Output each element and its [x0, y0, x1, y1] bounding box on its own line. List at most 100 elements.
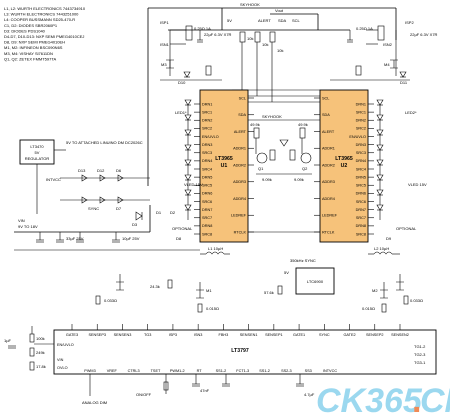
u2-right-pin: SRC6 [356, 200, 366, 204]
r003-right: 0.015Ω [362, 306, 375, 311]
u1-left-pin: DRN3 [202, 143, 212, 147]
u3-bottom-pin: SS1-2 [216, 369, 227, 373]
d10-label: D10 [178, 80, 186, 85]
r249k-label: 249k [36, 350, 45, 355]
u1-left-pin: DRN4 [202, 159, 212, 163]
r0033-left: 0.033Ω [104, 298, 117, 303]
r100k-label: 100k [36, 336, 45, 341]
sync-label: SYNC [88, 206, 99, 211]
cap2-label: 22µF 6.3V X7R [410, 32, 438, 37]
led-diode [184, 159, 192, 166]
u3-bottom-pin: PWM1-2 [170, 369, 185, 373]
right-boost-stage [368, 251, 409, 313]
u1-left-pin: DRN1 [202, 102, 212, 106]
u2-right-pin: SRC8 [356, 232, 366, 236]
d8-label: D8 [176, 236, 182, 241]
u3-top-pin: GATE3 [66, 333, 78, 337]
sense-r1-label: 0.25Ω 1A [194, 26, 211, 31]
cap1u-left: 1µF [4, 338, 12, 343]
pullup-resistors [232, 31, 320, 103]
pullup-r2-label: 10k [262, 42, 268, 47]
note-line: C1, D2: DIODES SBR2060P1 [4, 23, 58, 28]
vin-label: VIN [18, 218, 25, 223]
u1-left-pin: DRN7 [202, 208, 212, 212]
vout-label: Vout [275, 8, 284, 13]
intvcc-diode-array [60, 174, 150, 204]
u1-right-pin: SCL [239, 96, 246, 100]
component-notes: L1, L2: WURTH ELECTRONICS 7443734910L3: … [4, 6, 86, 61]
m3-label: M3 [161, 62, 167, 67]
u3-bottom-pin: RT [197, 369, 203, 373]
u3-top-pin: GATE2 [343, 333, 355, 337]
led-diode [184, 144, 192, 151]
r178k-label: 17.8k [36, 364, 46, 369]
u2-right-pins: DRN1SRC1DRN2SRC2EN/UVLODRN3SRC3DRN4SRC4D… [349, 102, 374, 236]
u2-right-pin: DRN2 [356, 119, 366, 123]
note-line: M3, M4: VISHAY Si7611DN [4, 51, 53, 56]
led-diode [184, 174, 192, 181]
d2-label: D2 [170, 210, 176, 215]
led-diode [376, 99, 384, 106]
u2-right-pin: DRN3 [356, 143, 366, 147]
osc-5v-label: 5V [284, 270, 289, 275]
reg-line3: REGULATOR [25, 156, 50, 161]
cap47u-label: 4.7µF [304, 392, 315, 397]
u1-left-pin: SRC2 [202, 127, 212, 131]
u2-right-pin: SRC5 [356, 184, 366, 188]
reg-line1: LT3470 [30, 144, 44, 149]
u1-ref: U1 [221, 163, 228, 169]
svg-text:.: . [412, 382, 421, 419]
u2-left-pin: RTCLK [322, 230, 335, 234]
q1-label: Q1 [258, 166, 264, 171]
u1-left-pin: DRN2 [202, 119, 212, 123]
r243k-label: 24.3k [150, 284, 160, 289]
u2-left-pin: SDA [322, 113, 330, 117]
top-bus-wiring [147, 7, 397, 186]
u1-right-pin: ADDR2 [233, 163, 246, 167]
u1-left-pin: SRC1 [202, 110, 212, 114]
u3-bottom-pin: VREF [107, 369, 118, 373]
lt3470-regulator [19, 139, 55, 165]
sense-r2-label: 0.25Ω 1A [356, 26, 373, 31]
u3-bottom-pin: SS2-3 [281, 369, 292, 373]
led-diode [184, 204, 192, 211]
d3-label: D3 [132, 222, 138, 227]
u3-top-pin: SENSEP3 [88, 333, 106, 337]
lt3797-chip [53, 329, 437, 375]
isp1-label: ISP1 [160, 20, 169, 25]
on-off-label: ON/OFF [136, 392, 152, 397]
u2-left-pin: ALERT [322, 130, 335, 134]
input-capacitors [36, 232, 120, 243]
led-reference-network [248, 127, 320, 233]
u2-name: LT3965 [335, 156, 353, 162]
u3-bottom-pin: SS1-2 [259, 369, 270, 373]
u2-right-pin: SRC2 [356, 127, 366, 131]
alert-top-label: ALERT [258, 18, 271, 23]
u2-chip [319, 89, 369, 243]
skyhook-label: SKYHOOK [240, 2, 260, 7]
r0033-right: 0.033Ω [410, 298, 423, 303]
u3-top-pin: ISN3 [194, 333, 202, 337]
note-line: D4-D7, D10-D13: NXP SEMI PMEG4010CEJ [4, 34, 84, 39]
u2-right-pin: DRN7 [356, 208, 366, 212]
u2-right-pin: DRN4 [356, 159, 366, 163]
u1-right-pins: SCLSDAALERTADDR1ADDR2ADDR3ADDR4LEDREFRTC… [231, 96, 254, 234]
u2-right-pin: SRC7 [356, 216, 366, 220]
led-diode [184, 99, 192, 106]
r49k-right-label: 49.9k [298, 122, 308, 127]
intvcc-label: INTVCC [46, 177, 61, 182]
u2-right-pin: SRC3 [356, 151, 366, 155]
r003-left: 0.015Ω [206, 306, 219, 311]
skyhook-mid-label: SKYHOOK [262, 114, 282, 119]
u1-left-pin: DRN5 [202, 175, 212, 179]
u1-right-pin: ADDR3 [233, 180, 246, 184]
note-line: D8, D9: NXP SEMI PMEG4010EH [4, 40, 65, 45]
u1-left-pin: SRC4 [202, 167, 212, 171]
u1-right-pin: ADDR4 [233, 197, 246, 201]
u2-ref: U2 [341, 163, 348, 169]
top-5v-label: 5V [227, 18, 232, 23]
isp2-label: ISP2 [405, 20, 414, 25]
svg-text:CN: CN [420, 382, 450, 419]
led-diode [376, 189, 384, 196]
u2-right-pin: EN/UVLO [349, 135, 366, 139]
